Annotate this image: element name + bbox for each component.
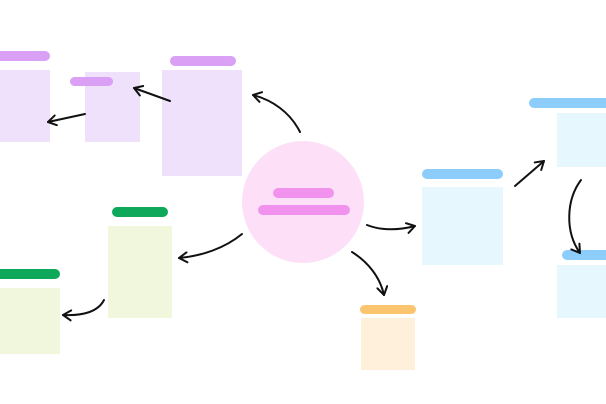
- purple-node-1[interactable]: [0, 51, 50, 142]
- node-card: [162, 70, 242, 176]
- arrow-green-1-to-green-2: [62, 299, 105, 322]
- node-card: [361, 318, 415, 370]
- node-title-bar: [0, 51, 50, 61]
- center-subtitle-bar: [258, 205, 350, 215]
- node-card: [0, 70, 50, 142]
- arrow-purple-3-to-purple-2: [133, 85, 171, 102]
- purple-node-2[interactable]: [70, 72, 140, 142]
- orange-node-1[interactable]: [360, 305, 416, 370]
- node-card: [557, 113, 606, 167]
- blue-node-3[interactable]: [557, 250, 606, 318]
- node-title-bar: [170, 56, 236, 66]
- node-title-bar: [70, 77, 113, 86]
- node-title-bar: [360, 305, 416, 314]
- node-title-bar: [0, 269, 60, 279]
- blue-node-2[interactable]: [529, 98, 606, 167]
- arrow-purple-2-to-purple-1: [47, 113, 86, 127]
- node-title-bar: [422, 169, 503, 179]
- arrow-center-to-green-1: [178, 233, 243, 264]
- node-card: [557, 265, 606, 318]
- arrow-center-to-purple-3: [252, 91, 301, 133]
- node-title-bar: [562, 250, 606, 260]
- arrow-center-to-blue-1: [366, 222, 416, 234]
- green-node-2[interactable]: [0, 269, 60, 354]
- center-title-bar: [273, 188, 334, 198]
- node-card: [422, 187, 503, 265]
- purple-node-3[interactable]: [162, 56, 242, 176]
- node-card: [0, 288, 60, 354]
- arrow-blue-2-to-blue-3: [568, 179, 582, 254]
- node-title-bar: [529, 98, 606, 108]
- green-node-1[interactable]: [108, 207, 172, 318]
- center-circle: [242, 141, 364, 263]
- center-node[interactable]: [242, 141, 364, 263]
- node-card: [108, 226, 172, 318]
- arrow-blue-1-to-blue-2: [514, 160, 545, 187]
- node-title-bar: [112, 207, 168, 217]
- arrow-center-to-orange-1: [351, 251, 389, 296]
- blue-node-1[interactable]: [422, 169, 503, 265]
